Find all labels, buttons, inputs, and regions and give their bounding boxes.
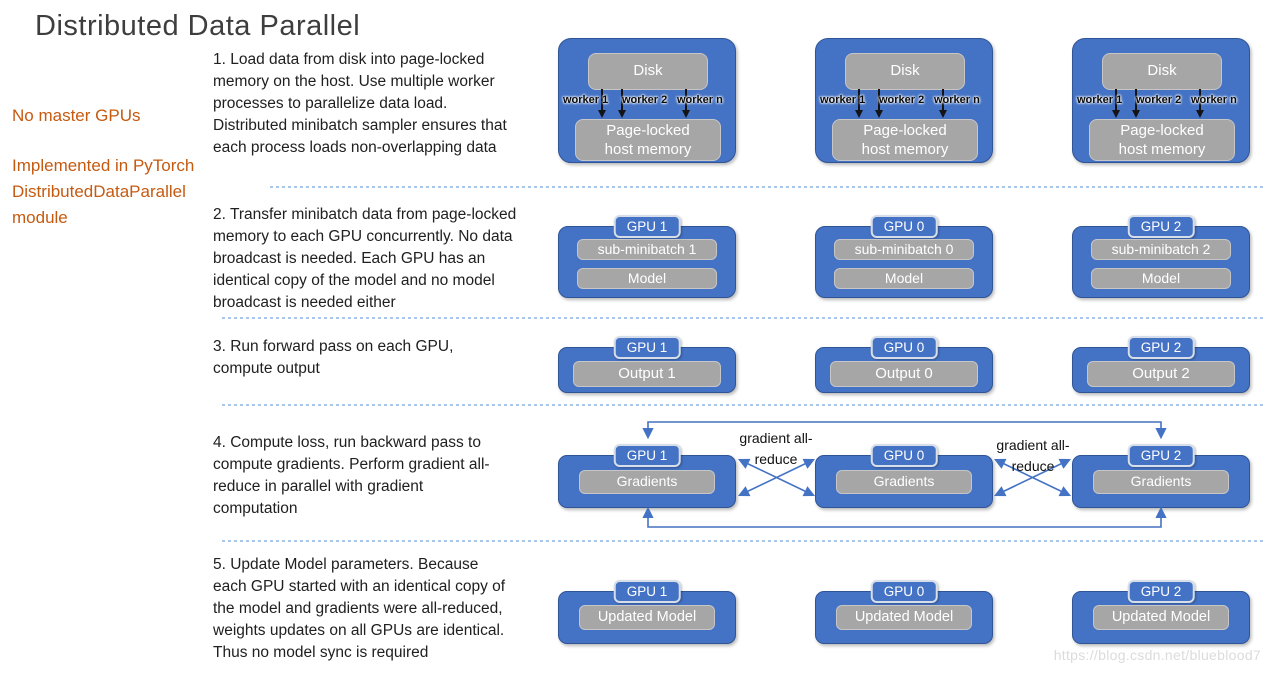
updated-model-box: Updated Model xyxy=(1093,605,1229,630)
gpu-updated-model-card: GPU 0 Updated Model xyxy=(815,580,993,644)
output-box: Output 1 xyxy=(573,361,721,387)
output-box: Output 2 xyxy=(1087,361,1235,387)
worker-arrowhead-icon xyxy=(1132,110,1140,118)
worker-arrow xyxy=(685,89,687,110)
gpu-tab: GPU 1 xyxy=(613,336,681,359)
gpu-gradients-card: GPU 0 Gradients xyxy=(815,444,993,508)
gpu-output-card: GPU 0 Output 0 xyxy=(815,336,993,393)
worker-arrow xyxy=(601,89,603,110)
gpu-updated-model-card: GPU 2 Updated Model xyxy=(1072,580,1250,644)
section-divider xyxy=(222,317,1265,319)
worker-arrowhead-icon xyxy=(1112,110,1120,118)
note-no-master-gpus: No master GPUs xyxy=(12,106,141,125)
gpu-tab: GPU 1 xyxy=(613,444,681,467)
host-memory-box: Page-locked host memory xyxy=(575,119,721,161)
host-memory-box: Page-locked host memory xyxy=(832,119,978,161)
gpu-tab: GPU 2 xyxy=(1127,444,1195,467)
worker-label: worker 1 xyxy=(563,94,609,106)
worker-label: worker 2 xyxy=(879,94,925,106)
gpu-tab: GPU 0 xyxy=(870,444,938,467)
gpu-tab: GPU 0 xyxy=(870,215,938,238)
gpu-transfer-card: GPU 1 sub-minibatch 1 Model xyxy=(558,215,736,298)
gpu-gradients-card: GPU 2 Gradients xyxy=(1072,444,1250,508)
step-2-text: 2. Transfer minibatch data from page-loc… xyxy=(213,206,517,311)
gpu-tab: GPU 1 xyxy=(613,215,681,238)
gpu-output-card: GPU 1 Output 1 xyxy=(558,336,736,393)
note-pytorch-module: Implemented in PyTorch DistributedDataPa… xyxy=(12,156,195,227)
disk-memory-card: Disk worker 1 worker 2 worker n Page-loc… xyxy=(1072,38,1250,163)
worker-arrow xyxy=(942,89,944,110)
gpu-transfer-card: GPU 0 sub-minibatch 0 Model xyxy=(815,215,993,298)
gradients-box: Gradients xyxy=(579,470,715,494)
disk-memory-card: Disk worker 1 worker 2 worker n Page-loc… xyxy=(558,38,736,163)
step-4-text: 4. Compute loss, run backward pass to co… xyxy=(213,434,490,517)
gpu-tab: GPU 2 xyxy=(1127,336,1195,359)
gpu-gradients-card: GPU 1 Gradients xyxy=(558,444,736,508)
gpu-tab: GPU 0 xyxy=(870,336,938,359)
disk-box: Disk xyxy=(845,53,965,90)
worker-label: worker 2 xyxy=(622,94,668,106)
gpu-updated-model-card: GPU 1 Updated Model xyxy=(558,580,736,644)
updated-model-box: Updated Model xyxy=(836,605,972,630)
step-3-text: 3. Run forward pass on each GPU, compute… xyxy=(213,338,454,377)
step-1-text: 1. Load data from disk into page-locked … xyxy=(213,51,507,156)
minibatch-box: sub-minibatch 1 xyxy=(577,239,717,260)
worker-arrowhead-icon xyxy=(875,110,883,118)
disk-box: Disk xyxy=(588,53,708,90)
worker-label: worker 2 xyxy=(1136,94,1182,106)
worker-arrow xyxy=(621,89,623,110)
step-5-text: 5. Update Model parameters. Because each… xyxy=(213,556,506,661)
gpu-output-card: GPU 2 Output 2 xyxy=(1072,336,1250,393)
gradients-box: Gradients xyxy=(1093,470,1229,494)
worker-label: worker n xyxy=(1191,94,1237,106)
allreduce-label: gradient all- reduce xyxy=(739,430,813,467)
section-divider xyxy=(222,540,1265,542)
output-box: Output 0 xyxy=(830,361,978,387)
worker-arrowhead-icon xyxy=(855,110,863,118)
worker-arrow xyxy=(1199,89,1201,110)
gpu-transfer-card: GPU 2 sub-minibatch 2 Model xyxy=(1072,215,1250,298)
worker-arrowhead-icon xyxy=(1196,110,1204,118)
worker-label: worker 1 xyxy=(1077,94,1123,106)
section-divider xyxy=(270,186,1265,188)
section-divider xyxy=(222,404,1265,406)
model-box: Model xyxy=(1091,268,1231,289)
model-box: Model xyxy=(834,268,974,289)
worker-arrow xyxy=(878,89,880,110)
minibatch-box: sub-minibatch 2 xyxy=(1091,239,1231,260)
page-title: Distributed Data Parallel xyxy=(35,10,361,42)
disk-box: Disk xyxy=(1102,53,1222,90)
worker-label: worker 1 xyxy=(820,94,866,106)
worker-arrow xyxy=(1135,89,1137,110)
worker-label: worker n xyxy=(934,94,980,106)
gpu-tab: GPU 1 xyxy=(613,580,681,603)
worker-arrow xyxy=(1115,89,1117,110)
updated-model-box: Updated Model xyxy=(579,605,715,630)
worker-arrow xyxy=(858,89,860,110)
disk-memory-card: Disk worker 1 worker 2 worker n Page-loc… xyxy=(815,38,993,163)
gpu-tab: GPU 0 xyxy=(870,580,938,603)
minibatch-box: sub-minibatch 0 xyxy=(834,239,974,260)
host-memory-box: Page-locked host memory xyxy=(1089,119,1235,161)
gpu-tab: GPU 2 xyxy=(1127,215,1195,238)
worker-label: worker n xyxy=(677,94,723,106)
watermark: https://blog.csdn.net/blueblood7 xyxy=(1053,647,1261,663)
worker-arrowhead-icon xyxy=(618,110,626,118)
worker-arrowhead-icon xyxy=(939,110,947,118)
worker-arrowhead-icon xyxy=(682,110,690,118)
gradients-box: Gradients xyxy=(836,470,972,494)
model-box: Model xyxy=(577,268,717,289)
gpu-tab: GPU 2 xyxy=(1127,580,1195,603)
worker-arrowhead-icon xyxy=(598,110,606,118)
allreduce-label: gradient all- reduce xyxy=(996,437,1070,474)
